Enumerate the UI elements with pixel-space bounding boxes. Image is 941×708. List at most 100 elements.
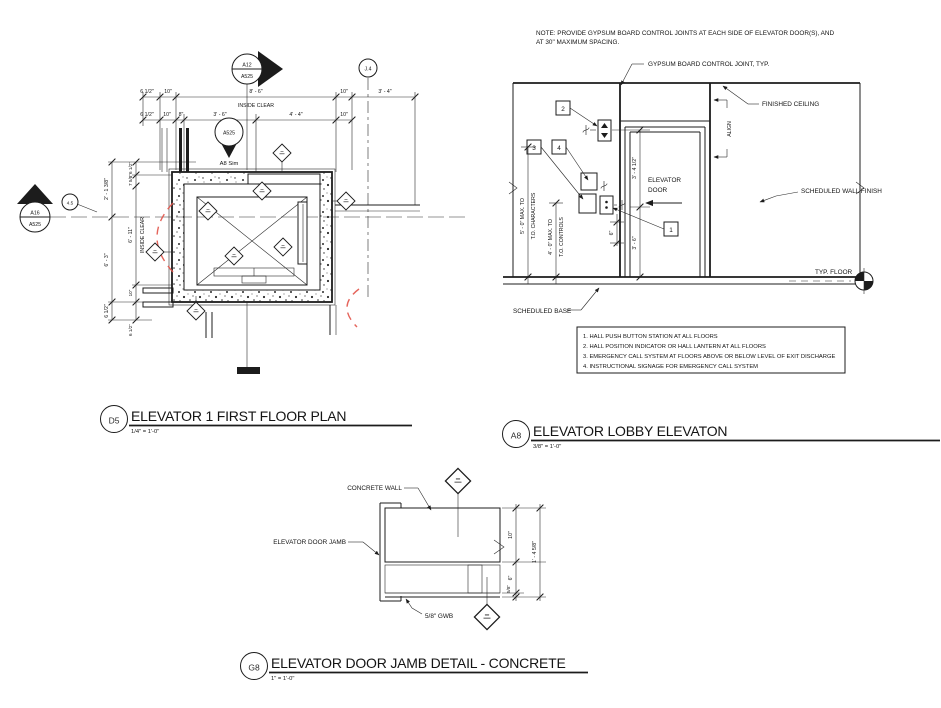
svg-text:T.O. CHARACTERS: T.O. CHARACTERS: [531, 192, 537, 239]
door-jamb-frame: [379, 502, 402, 602]
svg-text:4' - 0" MAX. TO: 4' - 0" MAX. TO: [548, 219, 554, 255]
annotation-typ-floor: TYP. FLOOR: [789, 268, 874, 294]
wall-tag-diamond-top: [444, 467, 472, 537]
keynotes-box: 1. HALL PUSH BUTTON STATION AT ALL FLOOR…: [576, 326, 846, 374]
lobby-elevation-drawing: NOTE: PROVIDE GYPSUM BOARD CONTROL JOINT…: [503, 30, 882, 374]
svg-text:4: 4: [557, 145, 561, 152]
dim-label: 10": [164, 89, 172, 95]
elevator-door-frame: [624, 127, 706, 277]
svg-text:1: 1: [669, 227, 673, 234]
general-note-line2: AT 30" MAXIMUM SPACING.: [536, 39, 619, 46]
hall-push-button-station: [599, 195, 614, 215]
door-swing-arc-right: [346, 288, 360, 328]
svg-text:3' - 4 1/2": 3' - 4 1/2": [632, 157, 638, 179]
svg-text:5/8": 5/8": [506, 585, 511, 593]
dim-label: 3' - 4": [378, 89, 391, 95]
svg-text:5/8" GWB: 5/8" GWB: [425, 613, 453, 620]
dim-label: 8": [179, 112, 184, 118]
align-note: ALIGN: [713, 98, 733, 159]
svg-text:SCHEDULED BASE: SCHEDULED BASE: [513, 308, 571, 315]
svg-text:GYPSUM BOARD CONTROL JOINT, TY: GYPSUM BOARD CONTROL JOINT, TYP.: [648, 61, 770, 68]
inside-clear-label: INSIDE CLEAR: [140, 217, 146, 253]
keynote-line: 4. INSTRUCTIONAL SIGNAGE FOR EMERGENCY C…: [583, 364, 758, 370]
annotation-door-jamb: ELEVATOR DOOR JAMB: [273, 539, 380, 556]
door-dims: 3' - 4 1/2" 3' - 6": [612, 126, 650, 281]
dim-label: 6 1/2": [128, 162, 133, 174]
svg-text:1' - 4 5/8": 1' - 4 5/8": [532, 541, 538, 563]
jamb-dims: 10" 6" 5/8" 1' - 4 5/8": [502, 504, 546, 601]
svg-text:SCHEDULED WALL FINISH: SCHEDULED WALL FINISH: [801, 188, 882, 195]
dim-label: 8' - 6": [249, 89, 262, 95]
section-marker-left: A16 A525: [17, 184, 53, 233]
elevator-shaft: [168, 168, 336, 306]
dim-label: 4' - 4": [289, 112, 302, 118]
inside-clear-label: INSIDE CLEAR: [238, 103, 274, 109]
dim-label: 6 1/2": [104, 304, 110, 318]
annotation-finished-ceiling: FINISHED CEILING: [722, 85, 819, 108]
title-a8: A8 ELEVATOR LOBBY ELEVATON 3/8" = 1'-0": [502, 420, 940, 450]
keynote-tag-4: 4: [551, 139, 589, 181]
grid-label-j4: J.4: [365, 67, 372, 73]
section-sheet: A525: [241, 74, 253, 80]
emergency-call-signage: [578, 172, 598, 214]
section-marker-top: A12 A525: [231, 51, 283, 170]
dim-label: 7 5/8": [128, 174, 133, 186]
batt-insulation: [384, 564, 501, 594]
dim-label: 6 1/2": [128, 324, 133, 336]
detail-callout: A525 A8 Sim: [214, 117, 244, 167]
jamb-detail-drawing: 10" 6" 5/8" 1' - 4 5/8" CONCRETE WALL EL…: [273, 467, 546, 631]
hall-lantern: [597, 119, 612, 142]
annotation-wall-finish: SCHEDULED WALL FINISH: [759, 188, 882, 203]
grid-bubble-45: 4.5: [61, 193, 98, 213]
svg-text:3: 3: [532, 145, 536, 152]
svg-text:3' - 6": 3' - 6": [632, 236, 638, 249]
dim-6in: 6": [609, 214, 624, 247]
svg-text:6": 6": [508, 575, 514, 580]
svg-text:ALIGN: ALIGN: [727, 121, 733, 137]
max-height-dims: 5' - 0" MAX. TO T.O. CHARACTERS 4' - 0" …: [520, 143, 565, 284]
keynote-line: 2. HALL POSITION INDICATOR OR HALL LANTE…: [583, 344, 766, 350]
svg-text:T.O. CONTROLS: T.O. CONTROLS: [559, 217, 565, 257]
drawing-title: ELEVATOR LOBBY ELEVATON: [533, 423, 727, 439]
section-sheet: A525: [29, 222, 41, 228]
keynote-line: 1. HALL PUSH BUTTON STATION AT ALL FLOOR…: [583, 334, 718, 340]
detail-tag: A8: [511, 431, 522, 441]
section-ref: A12: [242, 63, 251, 69]
svg-text:CONCRETE WALL: CONCRETE WALL: [347, 485, 402, 492]
centerline-symbol: [582, 124, 590, 136]
dim-label: 3' - 6": [213, 112, 226, 118]
svg-text:FINISHED CEILING: FINISHED CEILING: [762, 101, 819, 108]
detail-tag: G8: [248, 663, 260, 673]
grid-label-45: 4.5: [67, 201, 74, 206]
dim-label: 10": [340, 89, 348, 95]
dim-label: 10": [340, 112, 348, 118]
drawing-title: ELEVATOR 1 FIRST FLOOR PLAN: [131, 408, 346, 424]
grid-bubble-j4: J.4: [358, 58, 378, 78]
title-d5: D5 ELEVATOR 1 FIRST FLOOR PLAN 1/4" = 1'…: [100, 405, 412, 435]
callout-note: A8 Sim: [220, 161, 239, 167]
keynote-line: 3. EMERGENCY CALL SYSTEM AT FLOORS ABOVE…: [583, 354, 835, 360]
svg-text:2: 2: [561, 106, 565, 113]
svg-text:ELEVATOR: ELEVATOR: [648, 177, 681, 184]
dim-label: 6 1/2": [140, 112, 154, 118]
dim-label: 6' - 11": [128, 227, 134, 243]
dim-label: 10": [128, 289, 133, 296]
drawing-scale: 1" = 1'-0": [271, 676, 294, 682]
svg-text:10": 10": [508, 531, 514, 539]
centerline-symbol: [600, 180, 608, 192]
annotation-control-joint: GYPSUM BOARD CONTROL JOINT, TYP.: [620, 61, 770, 86]
annotation-gwb: 5/8" GWB: [405, 598, 453, 620]
detail-tag: D5: [109, 416, 120, 426]
svg-text:5' - 0" MAX. TO: 5' - 0" MAX. TO: [520, 198, 526, 234]
dim-label: 10": [163, 112, 171, 118]
drawing-scale: 1/4" = 1'-0": [131, 429, 159, 435]
callout-ref: A525: [223, 131, 235, 137]
wall-tag-diamonds: [145, 143, 356, 321]
drawing-title: ELEVATOR DOOR JAMB DETAIL - CONCRETE: [271, 655, 566, 671]
svg-text:DOOR: DOOR: [648, 187, 668, 194]
annotation-scheduled-base: SCHEDULED BASE: [513, 287, 600, 315]
dim-label: 2' - 1 3/8": [104, 178, 110, 200]
annotation-elevator-door: ELEVATOR DOOR: [645, 177, 682, 207]
